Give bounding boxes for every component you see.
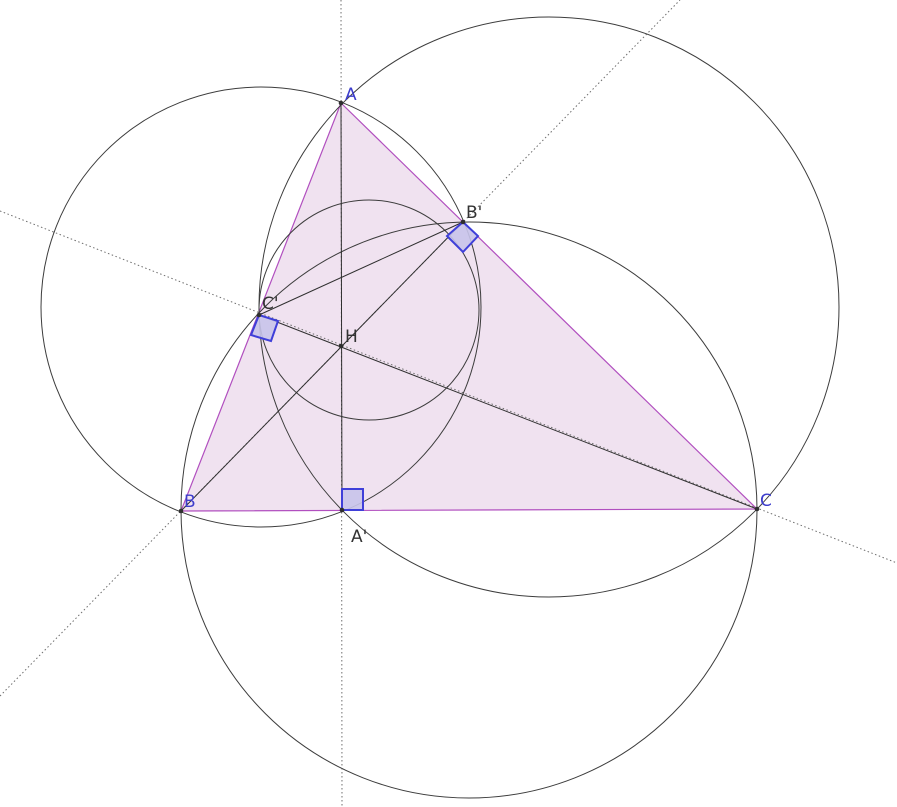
point-a1 [339,507,345,513]
label-c: C [760,491,772,511]
point-h [338,343,344,349]
label-a1: A' [351,527,367,547]
point-a [338,100,344,106]
altitude-segment-a [340,102,343,511]
right-angle-marker-b1 [445,220,480,254]
triangle-abc [180,101,759,512]
point-c1 [256,312,262,318]
altitude-line-c [0,210,897,564]
right-angle-marker-c1 [249,313,280,343]
point-b [178,508,184,514]
circle-diameter-bh [40,86,482,528]
label-b: B [184,492,196,512]
label-b1: B' [466,203,482,223]
label-h: H [345,327,358,347]
point-b1 [460,219,466,225]
altitude-segment-b [180,221,464,512]
label-c1: C' [262,294,279,314]
label-a: A [345,85,357,105]
circle-diameter-ah [258,199,480,421]
altitude-line-a [340,0,343,807]
point-c [754,506,760,512]
right-angle-marker-a1 [341,488,364,511]
segment-c1-b1 [258,221,464,316]
